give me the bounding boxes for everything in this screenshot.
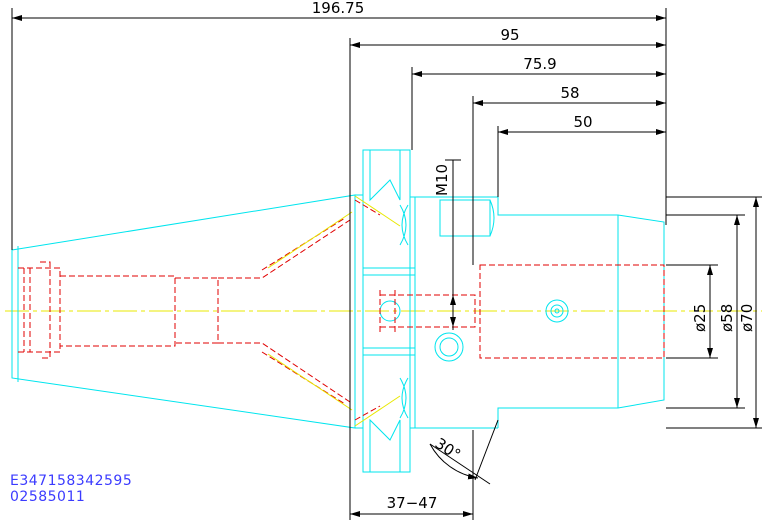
holder-body [379, 197, 665, 428]
dimension-range: 37−47 [350, 494, 473, 517]
dimension-angle: 30° [429, 419, 499, 485]
dim-overall-length: 196.75 [312, 0, 365, 17]
dimension-50: 50 [498, 113, 666, 135]
dim-dia-25: ø25 [691, 304, 709, 332]
dim-dia-70: ø70 [738, 304, 756, 332]
dimension-m10: M10 [433, 159, 461, 330]
dimension-overall: 196.75 [12, 0, 666, 21]
dimension-75-9: 75.9 [412, 55, 666, 77]
dim-dia-58: ø58 [718, 304, 736, 332]
extension-lines [11, 8, 762, 520]
dim-length-95: 95 [500, 26, 519, 44]
dimension-dia-70: ø70 [738, 197, 759, 428]
section-lines [267, 195, 401, 427]
dim-thread: M10 [433, 164, 451, 196]
flange [354, 149, 498, 473]
dim-length-75-9: 75.9 [523, 55, 556, 73]
dim-length-50: 50 [573, 113, 592, 131]
dimension-95: 95 [350, 26, 666, 48]
dimension-dia-25: ø25 [691, 265, 713, 358]
dimension-dia-58: ø58 [718, 215, 740, 408]
dim-range: 37−47 [387, 494, 438, 512]
article-code: E347158342595 [10, 473, 133, 489]
dim-angle: 30° [432, 434, 464, 464]
dim-length-58: 58 [560, 84, 579, 102]
order-code: 02585011 [10, 489, 86, 505]
dimension-58: 58 [473, 84, 666, 106]
